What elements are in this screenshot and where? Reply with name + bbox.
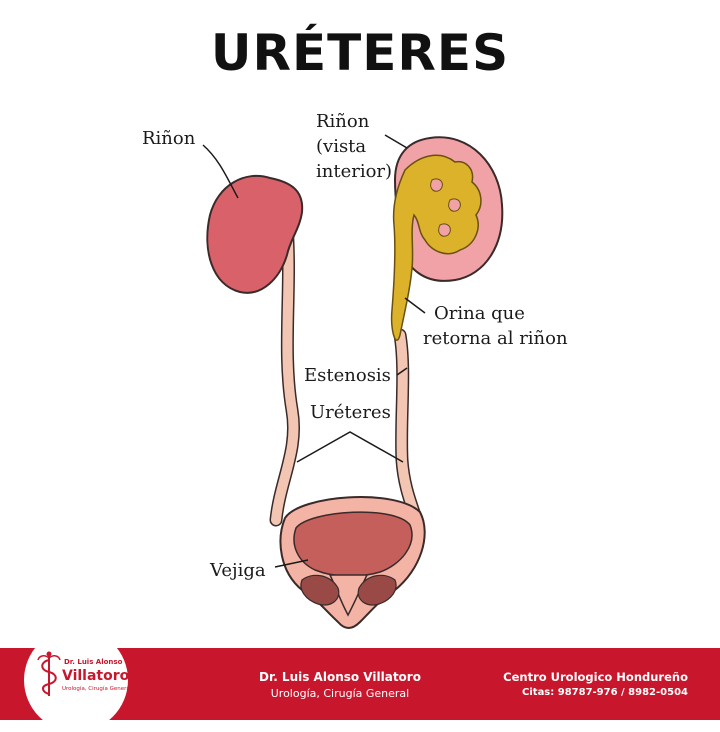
prostate-right <box>357 574 397 606</box>
caduceus-icon <box>37 651 61 696</box>
label-urine-1: Orina que <box>434 303 525 324</box>
pointer-bladder <box>274 559 309 568</box>
label-kidney-interior-3: interior) <box>316 161 392 182</box>
pointer-ureters <box>296 431 404 463</box>
logo-subtitle: Urología, Cirugía General <box>62 686 132 692</box>
logo-name-small: Dr. Luis Alonso <box>64 658 123 666</box>
center-contact: Citas: 98787-976 / 8982-0504 <box>522 687 688 698</box>
label-bladder: Vejiga <box>209 560 266 581</box>
label-kidney-interior-2: (vista <box>316 136 366 157</box>
left-ureter-fill <box>271 221 299 525</box>
bladder-inner <box>293 511 413 578</box>
right-kidney-papilla-1 <box>430 178 443 192</box>
label-stenosis: Estenosis <box>304 365 391 386</box>
pointer-stenosis <box>396 367 408 376</box>
label-kidney-interior-1: Riñon <box>316 111 370 132</box>
right-kidney-papilla-3 <box>438 223 451 237</box>
doctor-specialty: Urología, Cirugía General <box>270 687 410 700</box>
label-ureters: Uréteres <box>310 402 391 423</box>
pointer-kidney <box>202 144 239 199</box>
left-kidney <box>206 174 304 294</box>
center-name: Centro Urologico Hondureño <box>503 670 688 684</box>
prostate-left <box>300 574 340 606</box>
logo-name-big: Villatoro <box>62 668 130 684</box>
pointer-kidney-interior <box>384 134 408 149</box>
label-kidney: Riñon <box>142 128 196 149</box>
page-title: URÉTERES <box>210 24 510 82</box>
label-urine-2: retorna al riñon <box>423 328 568 349</box>
pointer-urine <box>404 297 426 314</box>
logo: Dr. Luis Alonso Villatoro Urología, Ciru… <box>24 628 132 732</box>
doctor-name: Dr. Luis Alonso Villatoro <box>259 670 421 684</box>
right-kidney-papilla-2 <box>448 198 461 212</box>
